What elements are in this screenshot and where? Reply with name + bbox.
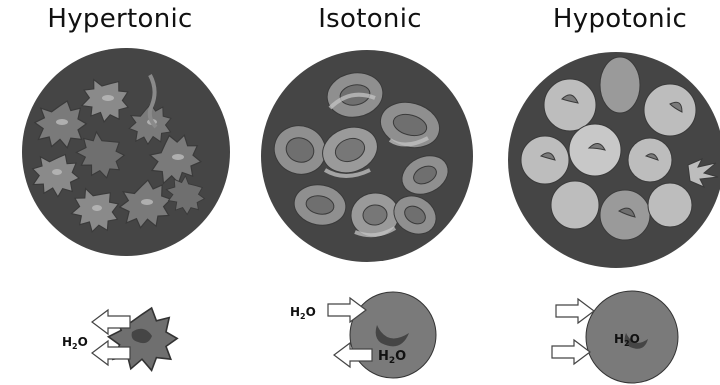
hypertonic-dish — [22, 48, 230, 256]
swollen-cell — [600, 57, 640, 113]
swollen-cell — [569, 124, 621, 176]
swollen-cell — [544, 79, 596, 131]
isotonic-single-cell: H2O H2O — [290, 292, 436, 378]
swollen-cell — [648, 183, 692, 227]
dish-background — [22, 48, 230, 256]
water-label: H2O — [62, 335, 88, 351]
swollen-cell — [600, 190, 650, 240]
swollen-cell — [551, 181, 599, 229]
swollen-cell — [644, 84, 696, 136]
swollen-cell — [521, 136, 569, 184]
arrow-in-icon — [552, 340, 590, 364]
hypertonic-single-cell: H2O — [62, 308, 177, 370]
isotonic-dish — [261, 50, 473, 262]
hypotonic-single-cell: H2O — [552, 291, 678, 383]
arrow-in-icon — [556, 299, 594, 323]
water-label-outside: H2O — [290, 305, 316, 321]
swollen-cell — [628, 138, 672, 182]
hypotonic-dish — [508, 52, 720, 268]
